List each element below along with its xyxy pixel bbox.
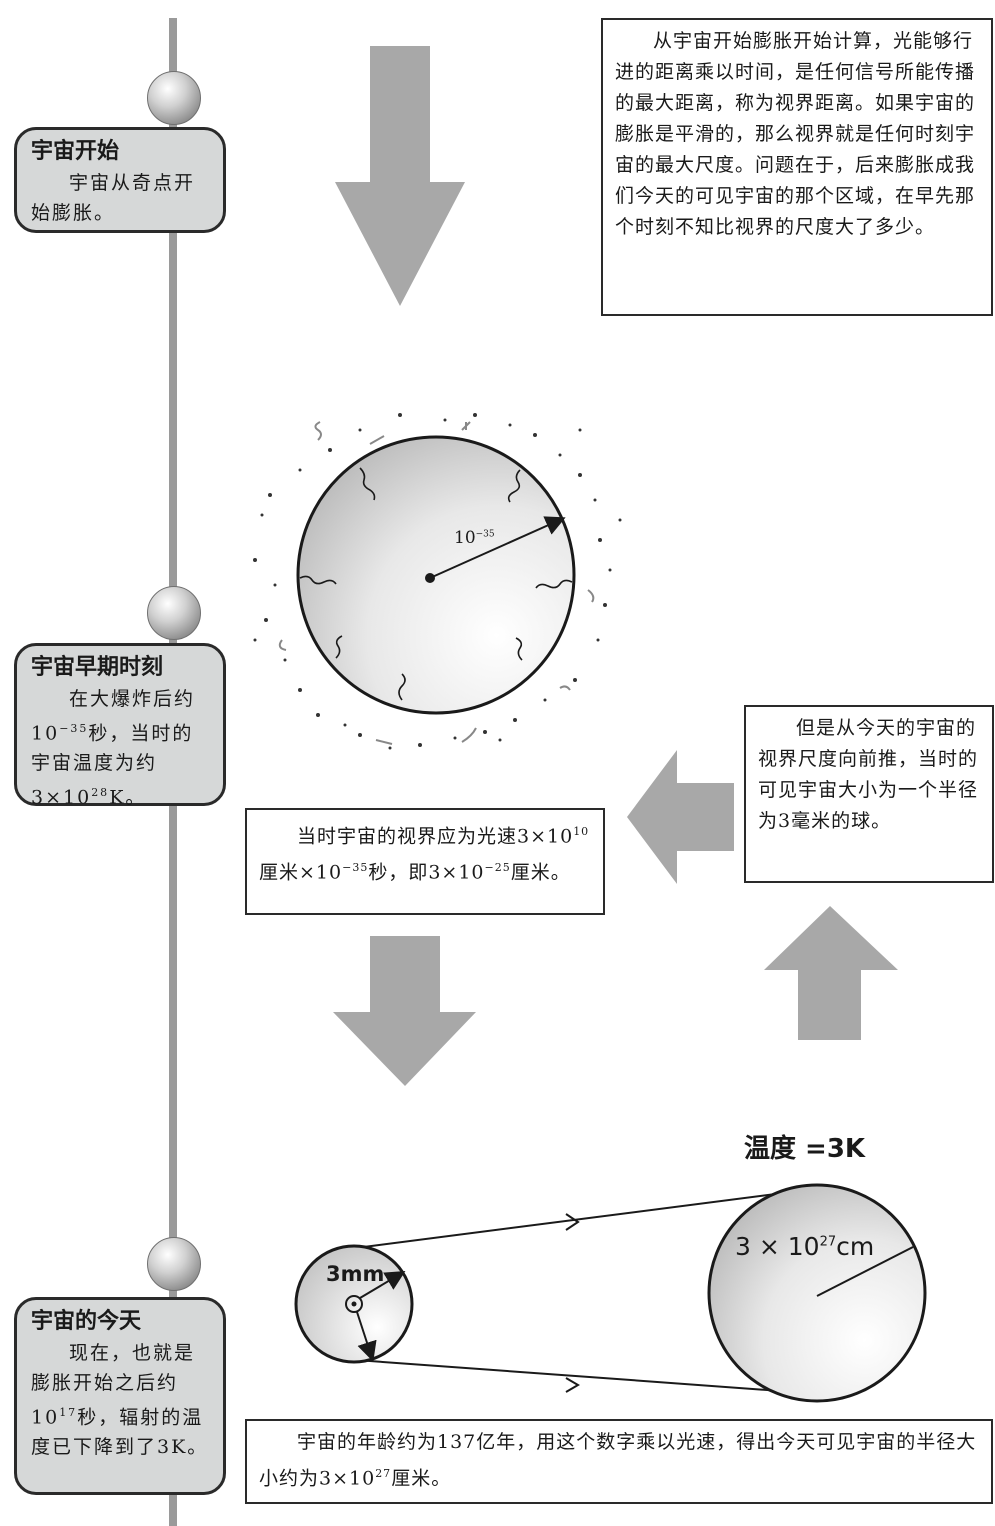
small-sphere-center (345, 1295, 363, 1313)
connector-lower (355, 1359, 823, 1395)
early-center-dot (425, 573, 435, 583)
stage-start: 宇宙开始 宇宙从奇点开始膨胀。 (14, 127, 226, 233)
small-radius-label: 3mm (326, 1262, 385, 1286)
early-universe-squiggles (278, 421, 595, 745)
arrow-down-top (335, 46, 465, 306)
stage-early: 宇宙早期时刻 在大爆炸后约10−35秒，当时的宇宙温度为约3×1028K。 (14, 643, 226, 809)
note-today-backwards: 但是从今天的宇宙的视界尺度向前推，当时的可见宇宙大小为一个半径为3毫米的球。 (744, 705, 994, 883)
early-universe-particles (253, 413, 622, 750)
early-radius-label: 10−35 (454, 528, 495, 548)
arrow-left (627, 750, 734, 884)
arrow-up-right (764, 906, 898, 1040)
small-radius-line-2 (356, 1311, 377, 1362)
connector-arrow-upper (565, 1213, 580, 1231)
note-universe-age: 宇宙的年龄约为137亿年，用这个数字乘以光速，得出今天可见宇宙的半径大小约为3×… (245, 1419, 993, 1504)
note-horizon-definition: 从宇宙开始膨胀开始计算，光能够行进的距离乘以时间，是任何信号所能传播的最大距离，… (601, 18, 993, 316)
stage-start-body: 宇宙从奇点开始膨胀。 (31, 172, 196, 224)
connector-arrow-lower (565, 1377, 580, 1393)
note-early-horizon: 当时宇宙的视界应为光速3×1010厘米×10−35秒，即3×10−25厘米。 (245, 808, 605, 915)
stage-today-body: 现在，也就是膨胀开始之后约1017秒，辐射的温度已下降到了3K。 (31, 1342, 209, 1459)
small-radius-line-1 (359, 1270, 406, 1299)
connector-upper (355, 1187, 823, 1249)
stage-start-title: 宇宙开始 (31, 139, 120, 164)
early-radius-line (429, 516, 566, 579)
stage-today: 宇宙的今天 现在，也就是膨胀开始之后约1017秒，辐射的温度已下降到了3K。 (14, 1297, 226, 1495)
timeline-node-start (147, 71, 201, 125)
large-radius-line (816, 1246, 914, 1297)
timeline-node-today (147, 1237, 201, 1291)
stage-today-title: 宇宙的今天 (31, 1309, 142, 1334)
arrow-down-middle (333, 936, 476, 1086)
stage-early-title: 宇宙早期时刻 (31, 655, 164, 680)
large-sphere (707, 1183, 927, 1403)
large-radius-label: 3 × 1027cm (735, 1232, 875, 1261)
stage-early-body: 在大爆炸后约10−35秒，当时的宇宙温度为约3×1028K。 (31, 688, 196, 809)
timeline-node-early (147, 586, 201, 640)
temperature-label: 温度 =3K (744, 1134, 866, 1164)
early-universe-inward-waves (299, 467, 573, 701)
